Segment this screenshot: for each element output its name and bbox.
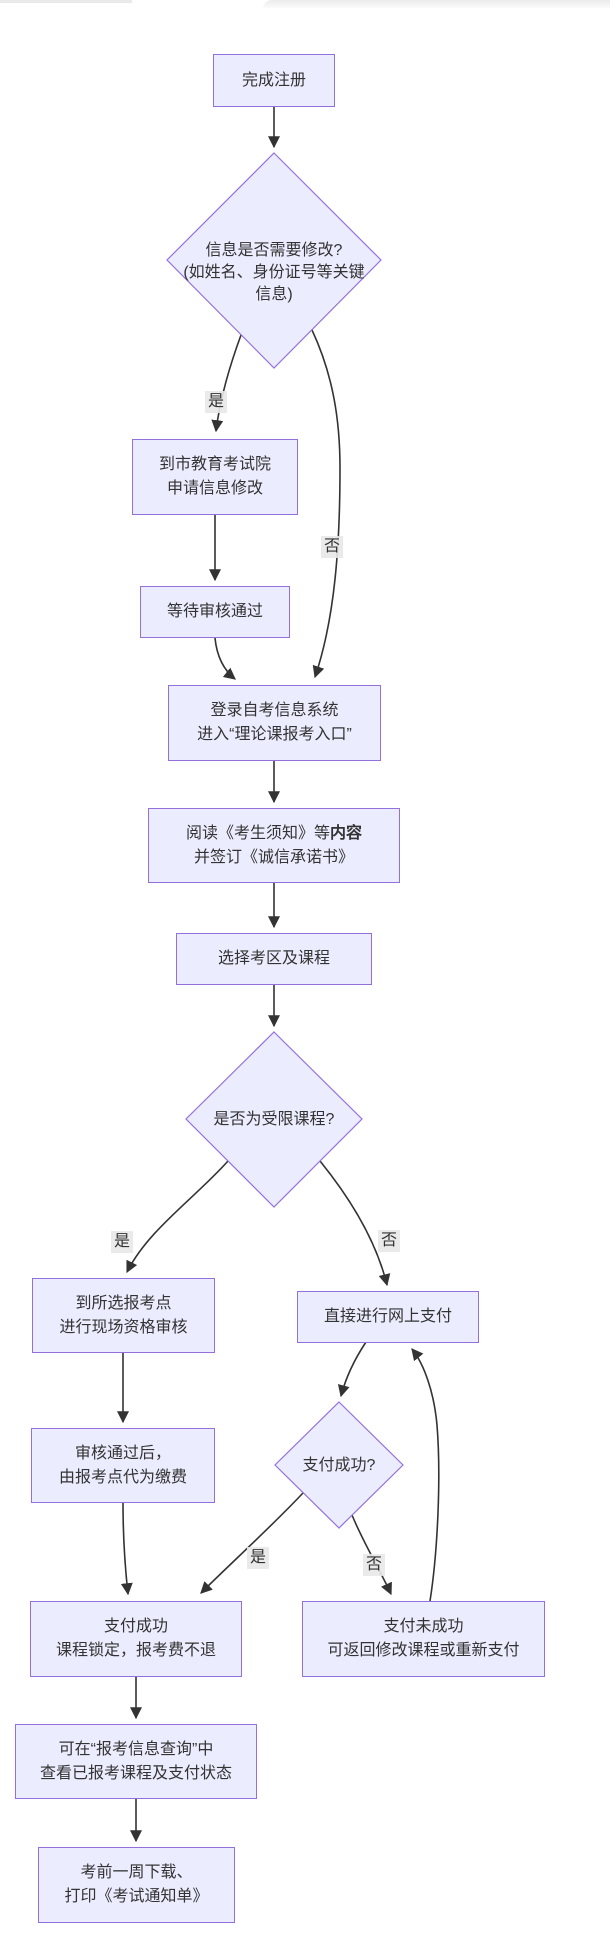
decision-info-modify-shape xyxy=(166,152,382,369)
node-wait-review: 等待审核通过 xyxy=(140,586,290,638)
node-text: 由报考点代为缴费 xyxy=(58,1468,187,1486)
decision-payment-success-label: 支付成功? xyxy=(302,1457,376,1474)
decision-restricted-course-label: 是否为受限课程? xyxy=(213,1111,335,1128)
node-text: 可返回修改课程或重新支付 xyxy=(327,1642,520,1659)
node-payment-success: 支付成功 课程锁定，报考费不退 xyxy=(30,1601,242,1677)
edge-label-no-3: 否 xyxy=(362,1554,386,1576)
node-apply-info-modify: 到市教育考试院 申请信息修改 xyxy=(132,439,298,515)
node-point-pays-fee: 审核通过后， 由报考点代为缴费 xyxy=(31,1428,215,1503)
edge-label-yes-1: 是 xyxy=(204,391,228,413)
node-text: 登录自考信息系统 xyxy=(210,702,339,719)
edge-decision2-no xyxy=(319,1160,391,1287)
node-text: 审核通过后， xyxy=(74,1444,171,1462)
node-onsite-qualification-review: 到所选报考点 进行现场资格审核 xyxy=(32,1278,215,1353)
node-text: 支付未成功 xyxy=(383,1618,464,1635)
node-download-print-notice: 考前一周下载、 打印《考试通知单》 xyxy=(38,1847,235,1923)
page-edge-artifact-right xyxy=(263,0,610,9)
node-text: 选择考区及课程 xyxy=(217,950,330,967)
decision-payment-success-shape xyxy=(274,1401,404,1529)
edge-fail-loop-to-online xyxy=(411,1348,440,1602)
node-text: 打印《考试通知单》 xyxy=(64,1888,209,1905)
node-text: 阅读《考生须知》等内容 xyxy=(185,824,363,842)
node-text: 申请信息修改 xyxy=(166,480,263,497)
node-text: 进行现场资格审核 xyxy=(59,1318,188,1336)
node-text: 到市教育考试院 xyxy=(158,456,271,473)
node-payment-failed: 支付未成功 可返回修改课程或重新支付 xyxy=(302,1601,545,1677)
node-login-system: 登录自考信息系统 进入“理论课报考入口” xyxy=(168,685,381,761)
node-complete-registration: 完成注册 xyxy=(213,54,335,107)
node-text: 完成注册 xyxy=(241,71,306,89)
node-online-payment: 直接进行网上支付 xyxy=(297,1291,479,1343)
edge-wait-to-login xyxy=(214,637,236,680)
edge-decision1-no xyxy=(311,329,341,679)
node-query-registration-status: 可在“报考信息查询”中 查看已报考课程及支付状态 xyxy=(15,1724,257,1799)
page-edge-artifact-left xyxy=(0,0,132,3)
node-text: 到所选报考点 xyxy=(75,1294,172,1312)
edge-label-yes-3: 是 xyxy=(246,1547,270,1569)
edge-decision2-yes xyxy=(126,1160,229,1274)
node-text: 进入“理论课报考入口” xyxy=(197,726,352,743)
node-text: 课程锁定，报考费不退 xyxy=(55,1642,216,1659)
node-text: 并签订《诚信承诺书》 xyxy=(193,848,354,866)
edge-label-yes-2: 是 xyxy=(110,1231,134,1253)
node-text: 直接进行网上支付 xyxy=(323,1308,452,1325)
decision-restricted-course-shape xyxy=(185,1031,363,1208)
edge-fee-to-success xyxy=(120,1502,133,1596)
node-text: 查看已报考课程及支付状态 xyxy=(39,1764,232,1782)
node-text: 支付成功 xyxy=(103,1618,168,1635)
node-text: 可在“报考信息查询”中 xyxy=(58,1740,214,1758)
node-text: 等待审核通过 xyxy=(166,603,263,620)
edge-label-no-2: 否 xyxy=(377,1230,401,1252)
decision-info-modify-label: 信息是否需要修改? (如姓名、身份证号等关键 信息) xyxy=(183,242,365,303)
edge-label-no-1: 否 xyxy=(320,536,344,558)
node-read-notice-sign-pledge: 阅读《考生须知》等内容 并签订《诚信承诺书》 xyxy=(148,808,400,883)
edge-online-to-decision3 xyxy=(337,1341,367,1398)
edge-decision1-yes xyxy=(211,334,242,433)
edge-decision3-yes xyxy=(200,1492,304,1594)
node-text: 考前一周下载、 xyxy=(80,1864,193,1881)
node-select-area-course: 选择考区及课程 xyxy=(176,933,372,985)
